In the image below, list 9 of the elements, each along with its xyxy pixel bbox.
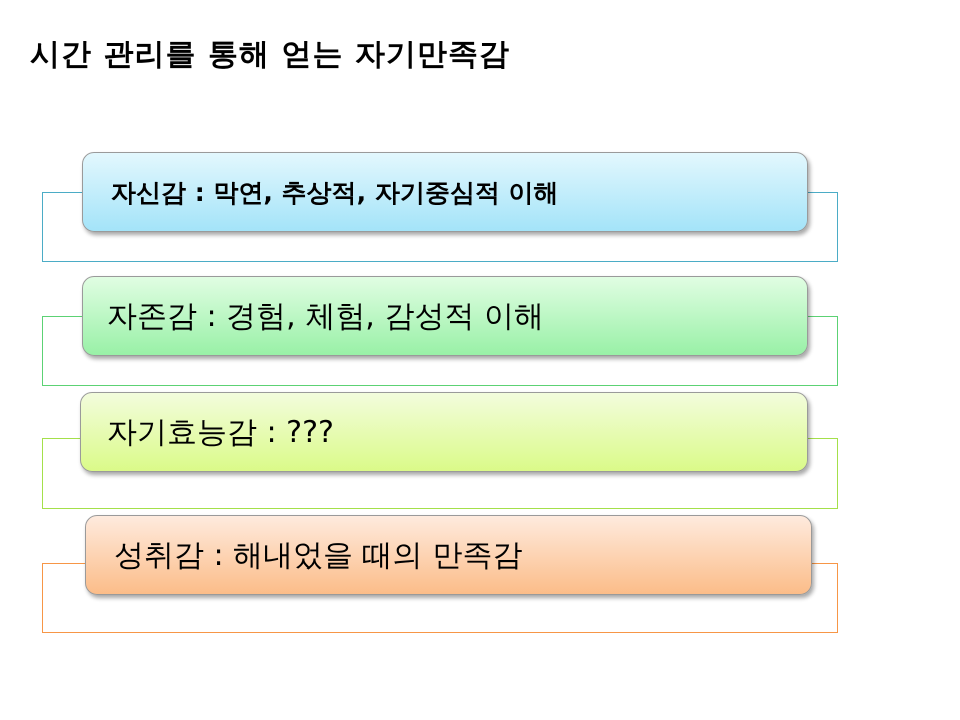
rounded-box	[82, 276, 808, 356]
box-text: 성취감 : 해내었을 때의 만족감	[114, 536, 522, 574]
rounded-box	[80, 392, 808, 472]
rounded-box	[85, 515, 812, 595]
box-text: 자신감 : 막연, 추상적, 자기중심적 이해	[111, 176, 559, 208]
rounded-box	[82, 152, 808, 232]
box-text: 자기효능감 : ???	[107, 414, 334, 452]
title: 시간 관리를 통해 얻는 자기만족감	[30, 36, 510, 74]
box-text: 자존감 : 경험, 체험, 감성적 이해	[107, 298, 544, 336]
